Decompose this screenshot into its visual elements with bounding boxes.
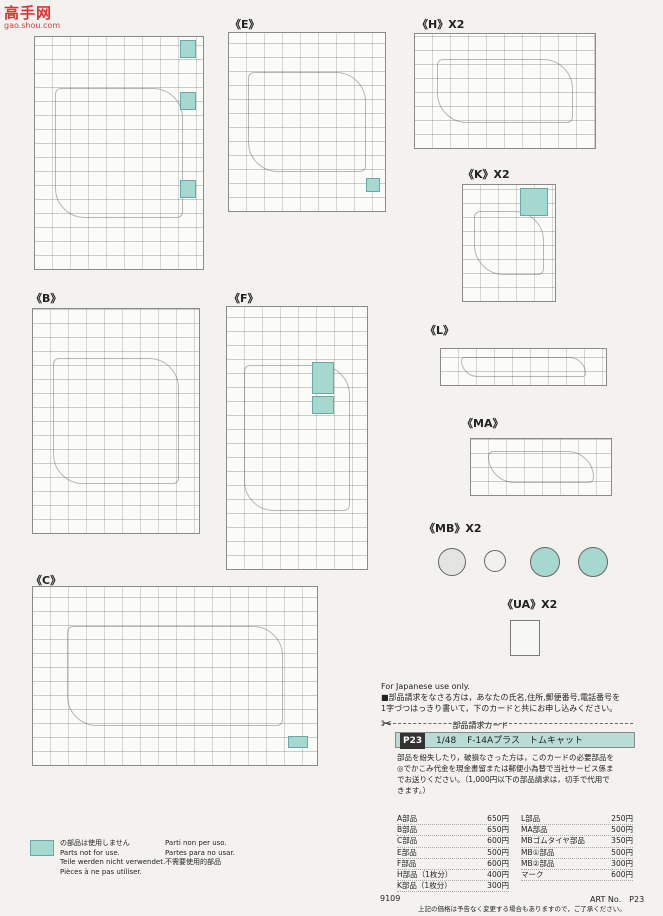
sprue-e-tree bbox=[228, 32, 386, 212]
footer-code: 9109 bbox=[380, 894, 401, 903]
sprue-label-h: 《H》X2 bbox=[417, 18, 465, 31]
legend-es: Partes para no usar. bbox=[165, 848, 235, 857]
legend-de: Teile werden nicht verwendet. bbox=[60, 858, 166, 866]
sprue-e-unused-part bbox=[366, 178, 380, 192]
mb-tire bbox=[438, 548, 466, 576]
card-title: F-14Aプラス トムキャット bbox=[467, 736, 583, 746]
sprue-f-unused-part bbox=[312, 396, 334, 414]
mb-unused-wheel bbox=[530, 547, 560, 577]
sprue-h-tree bbox=[414, 33, 596, 149]
legend-en: Parts not for use. bbox=[60, 848, 120, 857]
note-line-1: ■部品請求をなさる方は，あなたの氏名,住所,郵便番号,電話番号を bbox=[381, 693, 621, 702]
sprue-count-k: X2 bbox=[493, 168, 510, 181]
sprue-label-ma: 《MA》 bbox=[462, 417, 504, 430]
sprue-label-ua: 《UA》X2 bbox=[502, 598, 558, 611]
legend-fr: Pièces à ne pas utiliser. bbox=[60, 867, 142, 876]
sprue-a-tree bbox=[34, 36, 204, 270]
sprue-f-tree bbox=[226, 306, 368, 570]
order-card-header: P23 1/48 F-14Aプラス トムキャット bbox=[395, 732, 635, 749]
sprue-b-tree bbox=[32, 308, 200, 534]
card-text-3: でお送りください。（1,000円以下の部品請求は，切手で代用で bbox=[397, 775, 610, 784]
sprue-c-unused-part bbox=[288, 736, 308, 748]
sprue-ma-tree bbox=[470, 438, 612, 496]
card-label: 部品請求カード bbox=[452, 721, 509, 730]
price-row: K部品（1枚分）300円 bbox=[397, 881, 509, 893]
legend-cn: 不需要使用的部品 bbox=[165, 858, 221, 866]
footer-art-no: ART No. P23 bbox=[590, 895, 645, 904]
watermark-logo: 高手网 bbox=[4, 4, 53, 22]
sprue-a-unused-part bbox=[180, 180, 196, 198]
note-heading: For Japanese use only. bbox=[381, 682, 470, 691]
unused-parts-swatch bbox=[30, 840, 54, 856]
card-text-1: 部品を紛失したり，破損なさった方は，このカードの必要部品を bbox=[397, 753, 614, 762]
order-card-text: 部品を紛失したり，破損なさった方は，このカードの必要部品を ◎でかこみ代金を現金… bbox=[397, 752, 637, 796]
price-footer-note: 上記の価格は予告なく変更する場合もありますので，ご了承ください。 bbox=[418, 905, 626, 913]
legend-jp: の部品は使用しません bbox=[60, 839, 130, 847]
cut-line bbox=[383, 723, 633, 724]
sprue-count-h: X2 bbox=[448, 18, 465, 31]
japanese-order-note: For Japanese use only. ■部品請求をなさる方は，あなたの氏… bbox=[381, 681, 651, 731]
mb-unused-wheel bbox=[578, 547, 608, 577]
note-line-2: 1字づつはっきり書いて，下のカードと共にお申し込みください。 bbox=[381, 704, 618, 713]
sprue-label-c: 《C》 bbox=[31, 574, 62, 587]
card-text-2: ◎でかこみ代金を現金書留または郵便小為替で当社サービス係ま bbox=[397, 764, 614, 773]
watermark-url: gao.shou.com bbox=[4, 21, 61, 30]
sprue-ua-part bbox=[510, 620, 540, 656]
sprue-count-mb: X2 bbox=[465, 522, 482, 535]
legend-right: Parti non per uso. Partes para no usar. … bbox=[165, 839, 235, 868]
price-row: H部品（1枚分）400円 bbox=[397, 870, 509, 882]
sprue-a-unused-part bbox=[180, 92, 196, 110]
legend-left: の部品は使用しません Parts not for use. Teile werd… bbox=[60, 839, 165, 877]
card-badge: P23 bbox=[400, 733, 426, 749]
sprue-count-ua: X2 bbox=[541, 598, 558, 611]
sprue-label-f: 《F》 bbox=[229, 292, 259, 305]
sprue-label-b: 《B》 bbox=[31, 292, 62, 305]
sprue-f-unused-part bbox=[312, 362, 334, 394]
sprue-a-unused-part bbox=[180, 40, 196, 58]
sprue-k-unused-part bbox=[520, 188, 548, 216]
sprue-label-e: 《E》 bbox=[230, 18, 260, 31]
sprue-l-tree bbox=[440, 348, 607, 386]
sprue-label-mb: 《MB》X2 bbox=[424, 522, 482, 535]
sprue-label-k: 《K》X2 bbox=[463, 168, 510, 181]
sprue-c-tree bbox=[32, 586, 318, 766]
mb-hub bbox=[484, 550, 506, 572]
legend-it: Parti non per uso. bbox=[165, 839, 227, 847]
card-scale: 1/48 bbox=[436, 736, 457, 746]
card-text-4: きます。） bbox=[397, 786, 430, 795]
scissors-icon: ✂ bbox=[381, 717, 392, 732]
sprue-label-l: 《L》 bbox=[425, 324, 455, 337]
